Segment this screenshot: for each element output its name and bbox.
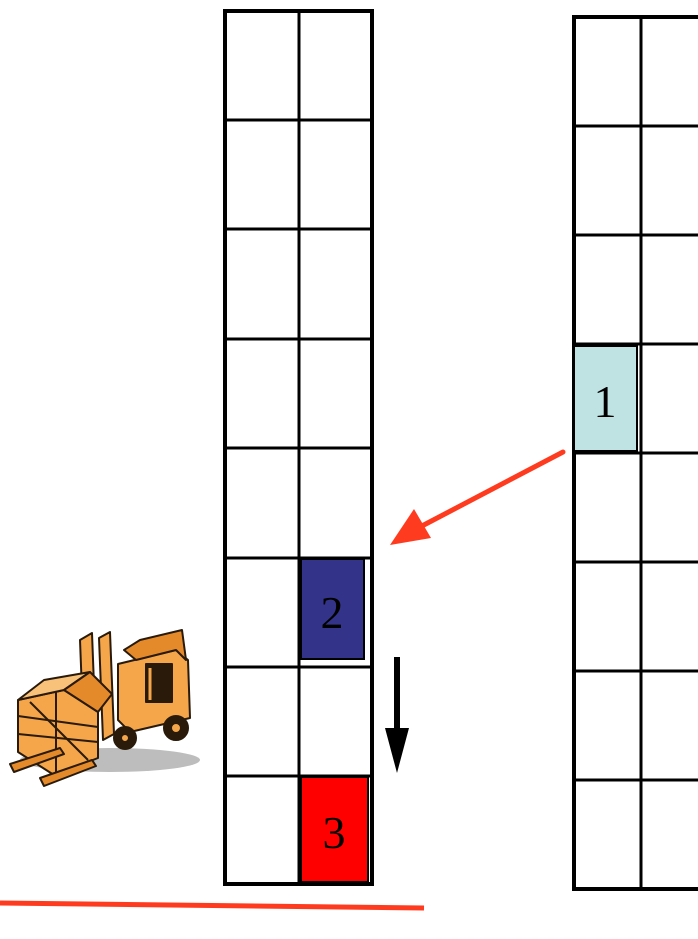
box-2-label: 2 [321, 587, 344, 638]
down-arrow-icon [385, 657, 409, 773]
forklift-front-hub [121, 734, 129, 742]
box-1-label: 1 [594, 376, 617, 427]
floor-line [0, 903, 424, 908]
left-rack [225, 11, 372, 884]
transfer-arrow-icon [390, 452, 563, 545]
down-arrow-head [385, 728, 409, 773]
forklift-rear-hub [171, 723, 181, 733]
box-2: 2 [301, 559, 364, 659]
box-1: 1 [574, 346, 637, 451]
forklift-with-crate-icon [10, 630, 200, 786]
transfer-arrow-shaft [420, 452, 563, 527]
box-3-label: 3 [323, 807, 346, 858]
box-3: 3 [301, 777, 368, 882]
right-rack [574, 17, 698, 889]
